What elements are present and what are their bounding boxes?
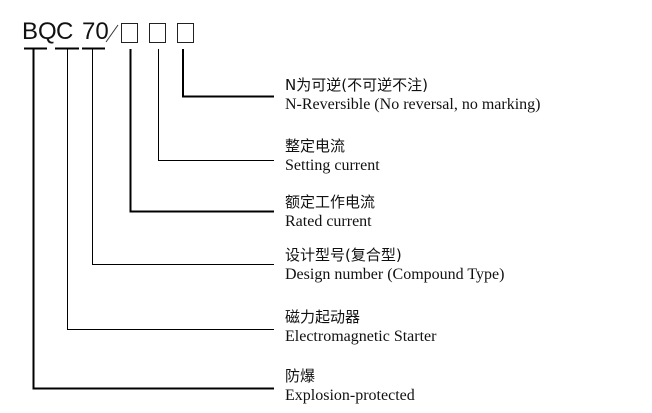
legend-zh: 整定电流: [285, 137, 346, 155]
legend-item-explosion: 防爆 Explosion-protected: [285, 367, 415, 406]
legend-en: Setting current: [285, 157, 380, 174]
code-part-c: C: [56, 18, 74, 45]
legend-item-reversible: N为可逆(不可逆不注) N-Reversible (No reversal, n…: [285, 76, 540, 115]
leader-reversible: [182, 49, 274, 98]
legend-item-rated-current: 额定工作电流 Rated current: [285, 193, 375, 232]
legend-item-setting-current: 整定电流 Setting current: [285, 137, 380, 176]
leader-explosion: [32, 49, 274, 390]
legend-en: Design number (Compound Type): [285, 266, 505, 283]
code-part-bq: BQ: [22, 18, 57, 45]
legend-zh: 额定工作电流: [285, 193, 376, 211]
legend-en: Explosion-protected: [285, 387, 415, 404]
slash-separator: [105, 24, 119, 43]
legend-zh: 磁力起动器: [285, 308, 361, 326]
legend-zh: N为可逆(不可逆不注): [285, 76, 428, 94]
legend-en: N-Reversible (No reversal, no marking): [285, 96, 541, 113]
placeholder-box-setting-current: [149, 23, 166, 43]
leader-rated-current: [129, 49, 274, 213]
legend-item-starter: 磁力起动器 Electromagnetic Starter: [285, 308, 436, 347]
leader-design-number: [92, 49, 274, 265]
placeholder-box-rated-current: [121, 23, 138, 43]
placeholder-box-reversible: [177, 23, 194, 43]
legend-zh: 防爆: [285, 367, 316, 385]
code-part-70: 70: [82, 18, 109, 45]
legend-en: Rated current: [285, 213, 372, 230]
legend-item-design-number: 设计型号(复合型) Design number (Compound Type): [285, 246, 504, 285]
leader-starter: [67, 49, 274, 330]
legend-en: Electromagnetic Starter: [285, 328, 437, 345]
legend-zh: 设计型号(复合型): [285, 246, 402, 264]
leader-setting-current: [158, 49, 274, 161]
